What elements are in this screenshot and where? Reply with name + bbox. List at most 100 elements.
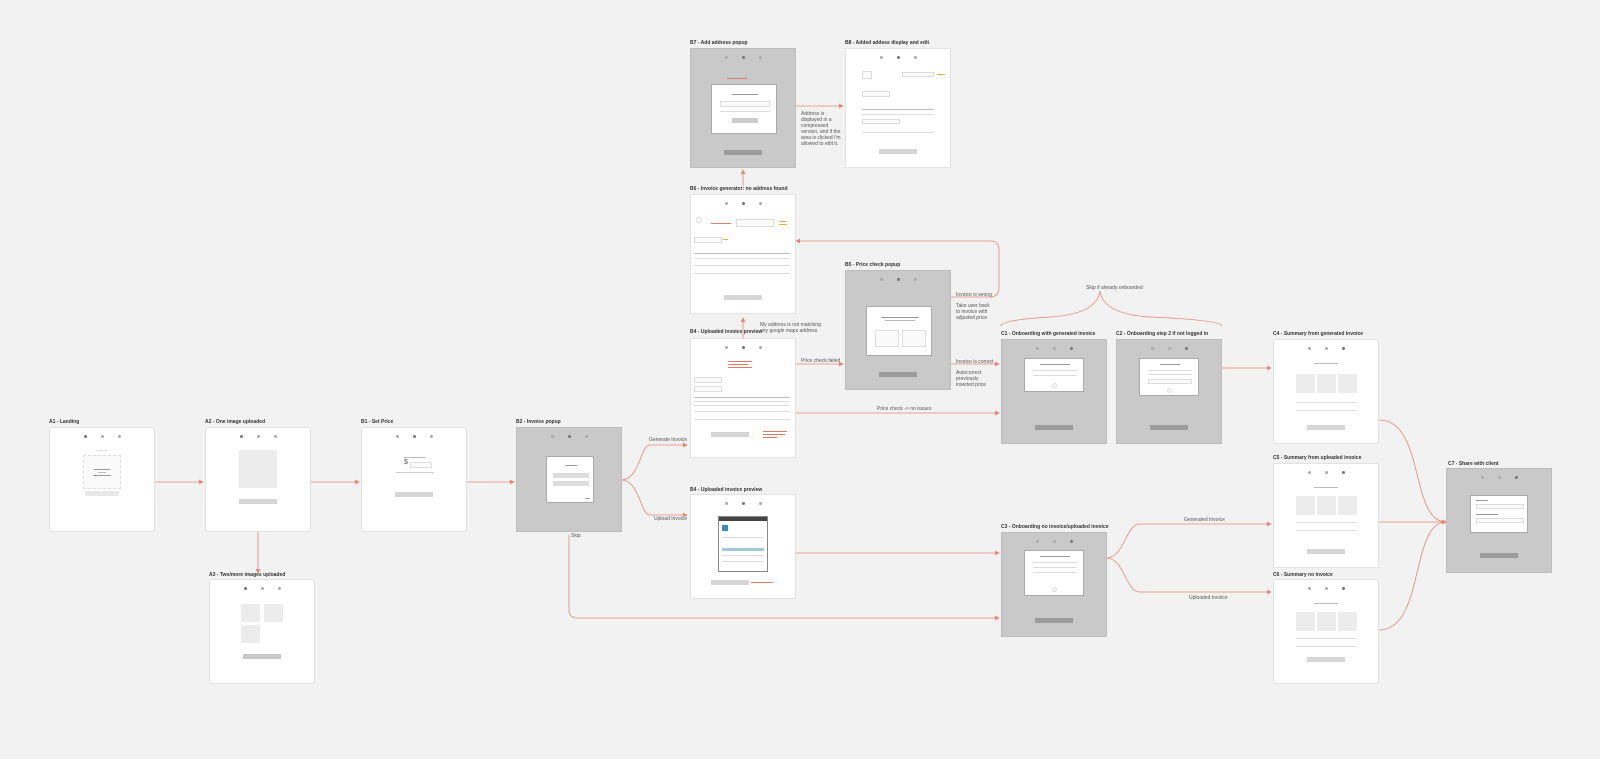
progress-step-dot	[117, 435, 121, 438]
invoice-document-preview	[718, 516, 768, 572]
continue-button[interactable]	[879, 372, 917, 377]
share-button[interactable]	[1307, 425, 1345, 430]
progress-step-dot	[1514, 476, 1518, 479]
screen-title-b8: B8 - Added addess display and edit	[845, 40, 929, 46]
arrow-c4-c7	[1378, 419, 1447, 525]
screen-title-c2: C2 - Onboarding step 2 if not logged in	[1116, 331, 1209, 337]
upload-dropzone[interactable]	[83, 455, 121, 489]
label-skip: Skip	[571, 533, 581, 539]
arrow-b5-b6	[795, 238, 1000, 298]
option-set-price[interactable]	[902, 330, 926, 347]
arrow-b2-c3	[568, 535, 1000, 621]
continue-button[interactable]	[879, 149, 917, 154]
progress-step-dot	[896, 56, 900, 59]
progress-step-dot	[758, 56, 762, 59]
progress-step-dot	[758, 202, 762, 205]
upload-invoice-button[interactable]	[553, 481, 589, 486]
progress-step-dot	[741, 502, 745, 505]
address-compressed[interactable]	[902, 72, 934, 77]
continue-button[interactable]	[239, 499, 277, 504]
screen-title-c4: C4 - Summary from generated invoice	[1273, 331, 1364, 337]
progress-step-dot	[741, 202, 745, 205]
progress-step-dot	[100, 435, 104, 438]
screen-title-b4a: B4 - Uploaded invoice preview	[690, 329, 763, 335]
screen-b4-uploaded-preview-a	[690, 338, 796, 458]
confirm-address-button[interactable]	[732, 118, 758, 123]
next-button[interactable]	[1035, 618, 1073, 623]
progress-step-dot	[1052, 540, 1056, 543]
email-field[interactable]	[1148, 379, 1192, 384]
client-email-field[interactable]	[1476, 504, 1524, 509]
progress-step-dot	[1035, 540, 1039, 543]
progress-step-dot	[260, 587, 264, 590]
share-button[interactable]	[1307, 549, 1345, 554]
share-button[interactable]	[1307, 657, 1345, 662]
screen-a3-multi-images	[209, 579, 315, 684]
screen-title-b6: B6 - Invoice generator: no address found	[690, 186, 788, 192]
next-button[interactable]	[1035, 425, 1073, 430]
label-address-not-matching: My address is not matching any google ma…	[760, 322, 821, 334]
continue-button[interactable]	[243, 654, 281, 659]
continue-button[interactable]	[85, 491, 119, 496]
screen-c3-onboarding-no-invoice	[1001, 532, 1107, 637]
price-input[interactable]	[410, 462, 432, 468]
send-button[interactable]	[1480, 553, 1518, 558]
progress-step-dot	[1150, 347, 1154, 350]
progress-step-dot	[896, 278, 900, 281]
screen-title-b2: B2 - Invoice popup	[516, 419, 561, 425]
progress-step-dot	[395, 435, 399, 438]
onboarding-popup	[1024, 358, 1084, 392]
screen-title-c6: C6 - Summary no invoice	[1273, 572, 1333, 578]
address-input[interactable]	[720, 101, 770, 107]
progress-step-dot	[277, 587, 281, 590]
screen-title-c3: C3 - Onboarding no invoice/uploaded invo…	[1001, 524, 1109, 530]
label-generate-invoice: Generate Invoice	[649, 437, 688, 443]
progress-step-dot	[1307, 471, 1311, 474]
arrow-c6-c7	[1378, 519, 1447, 631]
label-address-displayed: Address is displayed in a compressed ver…	[801, 111, 841, 147]
continue-button[interactable]	[724, 295, 762, 300]
progress-step-dot	[758, 346, 762, 349]
progress-step-dot	[913, 278, 917, 281]
progress-step-dot	[429, 435, 433, 438]
progress-step-dot	[741, 346, 745, 349]
progress-step-dot	[1307, 587, 1311, 590]
continue-button[interactable]	[395, 492, 433, 497]
address-field[interactable]	[736, 219, 774, 227]
onboarding-popup	[1024, 550, 1084, 596]
screen-c7-share-with-client	[1446, 468, 1552, 573]
progress-step-dot	[1341, 347, 1345, 350]
progress-step-dot	[584, 435, 588, 438]
continue-button[interactable]	[724, 150, 762, 155]
price-check-popup	[866, 306, 932, 356]
progress-step-dot	[1324, 587, 1328, 590]
label-price-check-no-issues: Price check -> no issues	[877, 406, 932, 412]
progress-step-dot	[83, 435, 87, 438]
continue-button[interactable]	[711, 580, 749, 585]
screen-b4-uploaded-preview-b	[690, 494, 796, 599]
progress-step-dot	[913, 56, 917, 59]
progress-step-dot	[879, 278, 883, 281]
progress-step-dot	[1069, 347, 1073, 350]
skip-brace	[1000, 290, 1223, 327]
progress-step-dot	[412, 435, 416, 438]
message-field[interactable]	[1476, 518, 1524, 523]
screen-title-c1: C1 - Onboarding with generated invoice	[1001, 331, 1096, 337]
progress-step-dot	[1497, 476, 1501, 479]
progress-step-dot	[550, 435, 554, 438]
progress-step-dot	[1069, 540, 1073, 543]
generate-invoice-button[interactable]	[553, 473, 589, 478]
continue-button[interactable]	[711, 432, 749, 437]
progress-step-dot	[1341, 587, 1345, 590]
progress-step-dot	[724, 346, 728, 349]
screen-b8-address-display	[845, 48, 951, 168]
progress-step-dot	[273, 435, 277, 438]
arrow-b2-b4b	[620, 479, 688, 518]
next-button[interactable]	[1150, 425, 1188, 430]
screen-title-a2: A2 - One image uploaded	[205, 419, 266, 425]
currency-symbol: $	[404, 459, 408, 466]
option-invoice-price[interactable]	[875, 330, 899, 347]
uploaded-image-thumb[interactable]	[239, 450, 277, 488]
progress-step-dot	[879, 56, 883, 59]
